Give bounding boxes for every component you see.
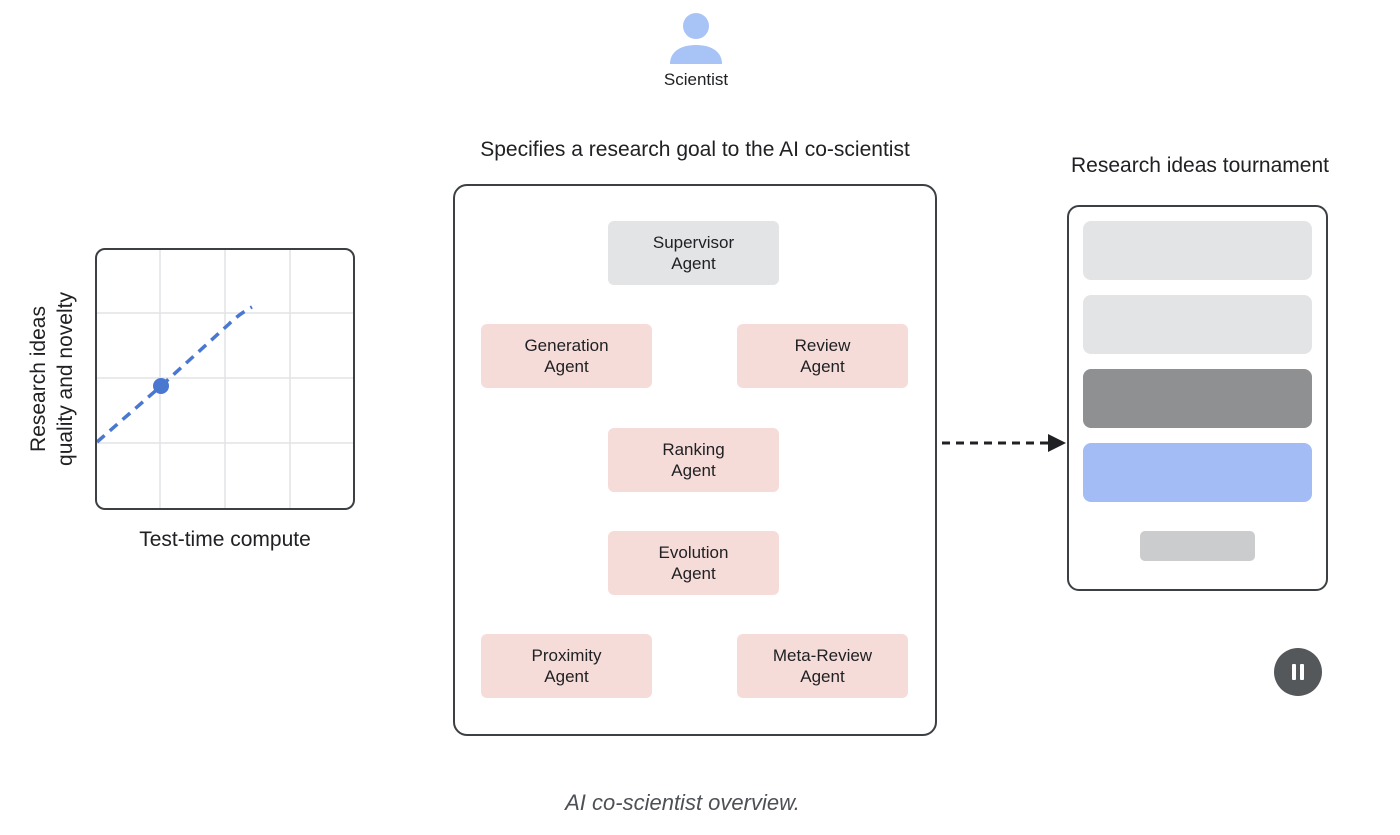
chart-y-label-line1: Research ideas	[27, 306, 50, 452]
person-icon	[670, 13, 722, 64]
current-point	[153, 378, 169, 394]
dashed-arrow	[942, 434, 1066, 452]
chart-y-label: Research ideas quality and novelty	[25, 229, 79, 529]
supervisor-agent: Supervisor Agent	[608, 221, 779, 285]
pause-button[interactable]	[1274, 648, 1322, 696]
ranking-agent: Ranking Agent	[608, 428, 779, 492]
tournament-entry-1	[1083, 221, 1312, 280]
figure-caption: AI co-scientist overview.	[565, 790, 800, 815]
scaling-chart	[95, 248, 355, 510]
co-scientist-system-box	[453, 184, 937, 736]
pause-icon	[1292, 664, 1304, 680]
tournament-entry-3	[1083, 369, 1312, 428]
scaling-trend-line	[97, 305, 253, 444]
scientist-label: Scientist	[663, 70, 729, 89]
tournament-box	[1067, 205, 1328, 591]
meta-review-agent: Meta-Review Agent	[737, 634, 908, 698]
generation-agent: Generation Agent	[481, 324, 652, 388]
tournament-entry-winner	[1083, 443, 1312, 502]
tournament-title: Research ideas tournament	[1071, 154, 1329, 177]
goal-label: Specifies a research goal to the AI co-s…	[480, 138, 910, 161]
proximity-agent: Proximity Agent	[481, 634, 652, 698]
chart-x-label: Test-time compute	[139, 528, 311, 551]
tournament-entry-2	[1083, 295, 1312, 354]
review-agent: Review Agent	[737, 324, 908, 388]
chart-y-label-line2: quality and novelty	[54, 292, 77, 466]
tournament-button	[1140, 531, 1255, 561]
evolution-agent: Evolution Agent	[608, 531, 779, 595]
